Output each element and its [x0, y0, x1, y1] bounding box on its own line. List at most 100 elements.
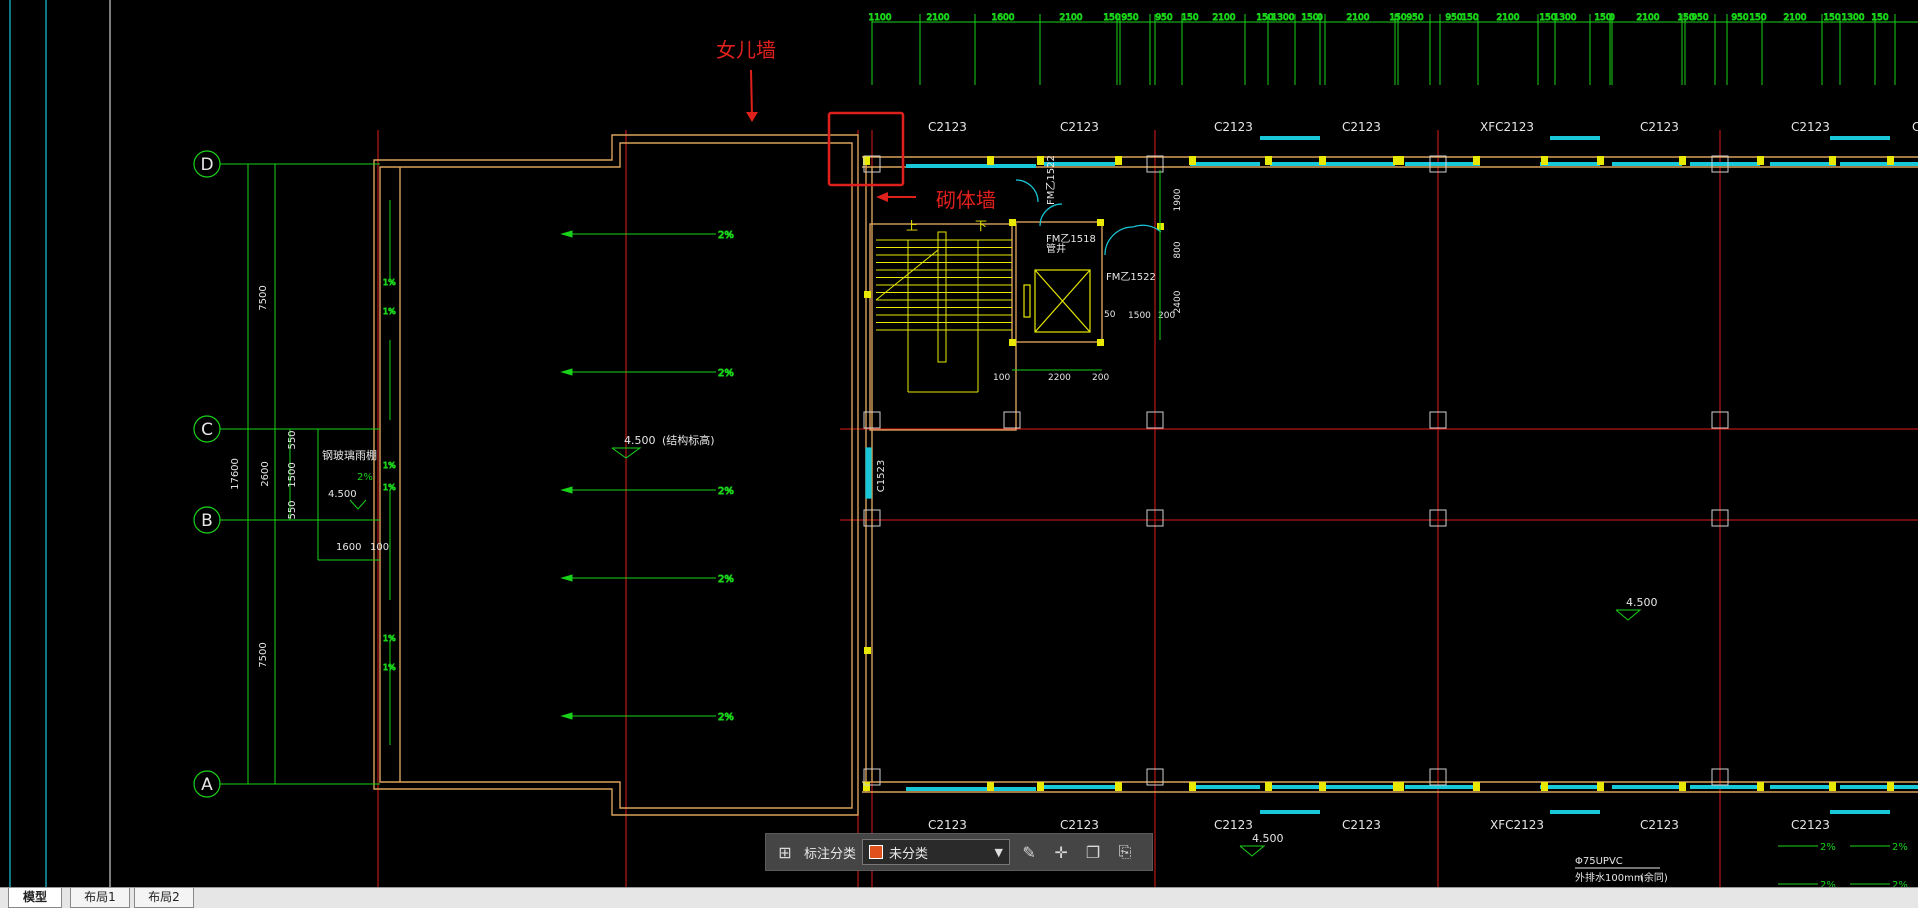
window-mullion-bottom — [1887, 782, 1894, 791]
tab-layout2[interactable]: 布局2 — [134, 888, 194, 908]
top-dim-label: 150 — [1389, 13, 1406, 23]
window-strip-bottom — [1405, 785, 1480, 789]
column — [1429, 411, 1447, 429]
roof-elev-mark — [611, 447, 642, 459]
left-dim-lower: 7500 — [258, 642, 269, 667]
bottom-slope-label: 2% — [1892, 880, 1908, 887]
window-bay-bottom — [1830, 810, 1890, 814]
window-strip-top — [906, 164, 1036, 168]
copy-icon[interactable]: ❐ — [1085, 842, 1101, 862]
window-strip-bottom — [1612, 785, 1682, 789]
core-dim-label: 800 — [1173, 241, 1183, 258]
left-dim-100: 100 — [370, 542, 389, 553]
window-mullion-top — [1265, 156, 1272, 165]
doors — [865, 179, 1162, 499]
window-label-top: C2123 — [928, 120, 967, 134]
window-strip-top — [1320, 162, 1395, 166]
window-mullion-top — [1189, 156, 1196, 165]
canopy-elev-mark — [349, 499, 367, 510]
window-label-top: C — [1912, 120, 1918, 134]
door-fm1-label: FM乙1522 — [1045, 155, 1057, 205]
window-mullion-bottom — [1541, 782, 1548, 791]
window-mullion-top — [1597, 156, 1604, 165]
left-dim-1600: 1600 — [336, 542, 361, 553]
window-c1523 — [865, 447, 872, 499]
window-label-top: C2123 — [1791, 120, 1830, 134]
left-dim-550a: 550 — [287, 430, 298, 449]
top-dim-label: 1100 — [869, 13, 892, 23]
window-mullion-bottom — [1115, 782, 1122, 791]
left-dim-mid: 2600 — [260, 461, 271, 486]
edit-icon[interactable]: ✎ — [1022, 842, 1036, 862]
window-bay-top — [1260, 136, 1320, 140]
left-dim-upper: 7500 — [258, 285, 269, 310]
slope-arrow-head — [560, 230, 573, 238]
top-dim-label: 150 — [1103, 13, 1120, 23]
wall-node — [1097, 339, 1104, 346]
window-mullion-top — [1541, 156, 1548, 165]
masonry-annotation: 砌体墙 — [936, 188, 996, 212]
tab-layout1[interactable]: 布局1 — [70, 888, 130, 908]
chevron-down-icon: ▼ — [994, 845, 1004, 859]
parapet-arrow-head — [746, 112, 758, 122]
core-dim-label: 2200 — [1048, 373, 1071, 383]
window-label-top: C2123 — [1060, 120, 1099, 134]
window-mullion-bottom — [1037, 782, 1044, 791]
column — [1429, 768, 1447, 786]
column — [1429, 155, 1447, 173]
window-label-bottom: C2123 — [1342, 818, 1381, 832]
window-strip-top — [1405, 162, 1480, 166]
elevator-shaft — [1011, 221, 1103, 343]
window-mullion-top — [1397, 156, 1404, 165]
grid-icon[interactable]: ⊞ — [778, 842, 792, 862]
drain-size-note: 外排水100mm — [1575, 871, 1644, 884]
top-dim-label: 2100 — [1060, 13, 1083, 23]
door-swing-4 — [1132, 224, 1162, 233]
move-icon[interactable]: ✛ — [1054, 842, 1068, 862]
slope-arrow-head — [560, 712, 573, 720]
floor-elevation: 4.500 — [1626, 596, 1658, 609]
category-color-swatch — [869, 845, 884, 859]
window-strip-bottom — [1044, 785, 1115, 789]
window-strips — [863, 136, 1918, 814]
floor-elev-mark — [1615, 609, 1642, 621]
window-mullion-top — [1757, 156, 1764, 165]
window-strip-top — [1770, 162, 1836, 166]
slope-arrow-head — [560, 574, 573, 582]
window-mullion-top — [1115, 156, 1122, 165]
wall-node — [1097, 219, 1104, 226]
top-dim-label: 150 — [1594, 13, 1611, 23]
top-dim-label: 2100 — [927, 13, 950, 23]
window-mullion-top — [1319, 156, 1326, 165]
window-label-top: C2123 — [1342, 120, 1381, 134]
wall-node — [864, 647, 871, 654]
left-frame-lines — [9, 0, 111, 887]
axis-label-c: C — [201, 420, 213, 440]
annotation-category-label: 标注分类 — [804, 846, 857, 862]
window-mullion-bottom — [1597, 782, 1604, 791]
top-dim-label: 950 — [1445, 13, 1462, 23]
wall-node — [1009, 219, 1016, 226]
window-bay-bottom — [1550, 810, 1600, 814]
wall-node — [1009, 339, 1016, 346]
roof-elevation: 4.500 — [624, 434, 656, 447]
window-mullion-bottom — [1829, 782, 1836, 791]
top-dim-label: 1300 — [1554, 13, 1577, 23]
door-swing-2 — [1039, 203, 1063, 227]
window-c1523-label: C1523 — [876, 460, 887, 492]
window-strip-bottom — [1320, 785, 1395, 789]
paste-icon[interactable]: ⎘ — [1118, 842, 1132, 861]
top-dim-label: 2100 — [1784, 13, 1807, 23]
core-dim-label: 200 — [1092, 373, 1109, 383]
masonry-arrow-head — [876, 192, 888, 202]
left-dim-1500: 1500 — [287, 462, 298, 487]
annotation-category-select[interactable]: 未分类 ▼ — [862, 839, 1011, 865]
window-strip-top — [1612, 162, 1682, 166]
window-strip-top — [1190, 162, 1260, 166]
window-mullion-bottom — [1189, 782, 1196, 791]
core-dim-label: 1500 — [1128, 311, 1151, 321]
tab-model[interactable]: 模型 — [8, 888, 62, 908]
window-mullion-bottom — [1679, 782, 1686, 791]
